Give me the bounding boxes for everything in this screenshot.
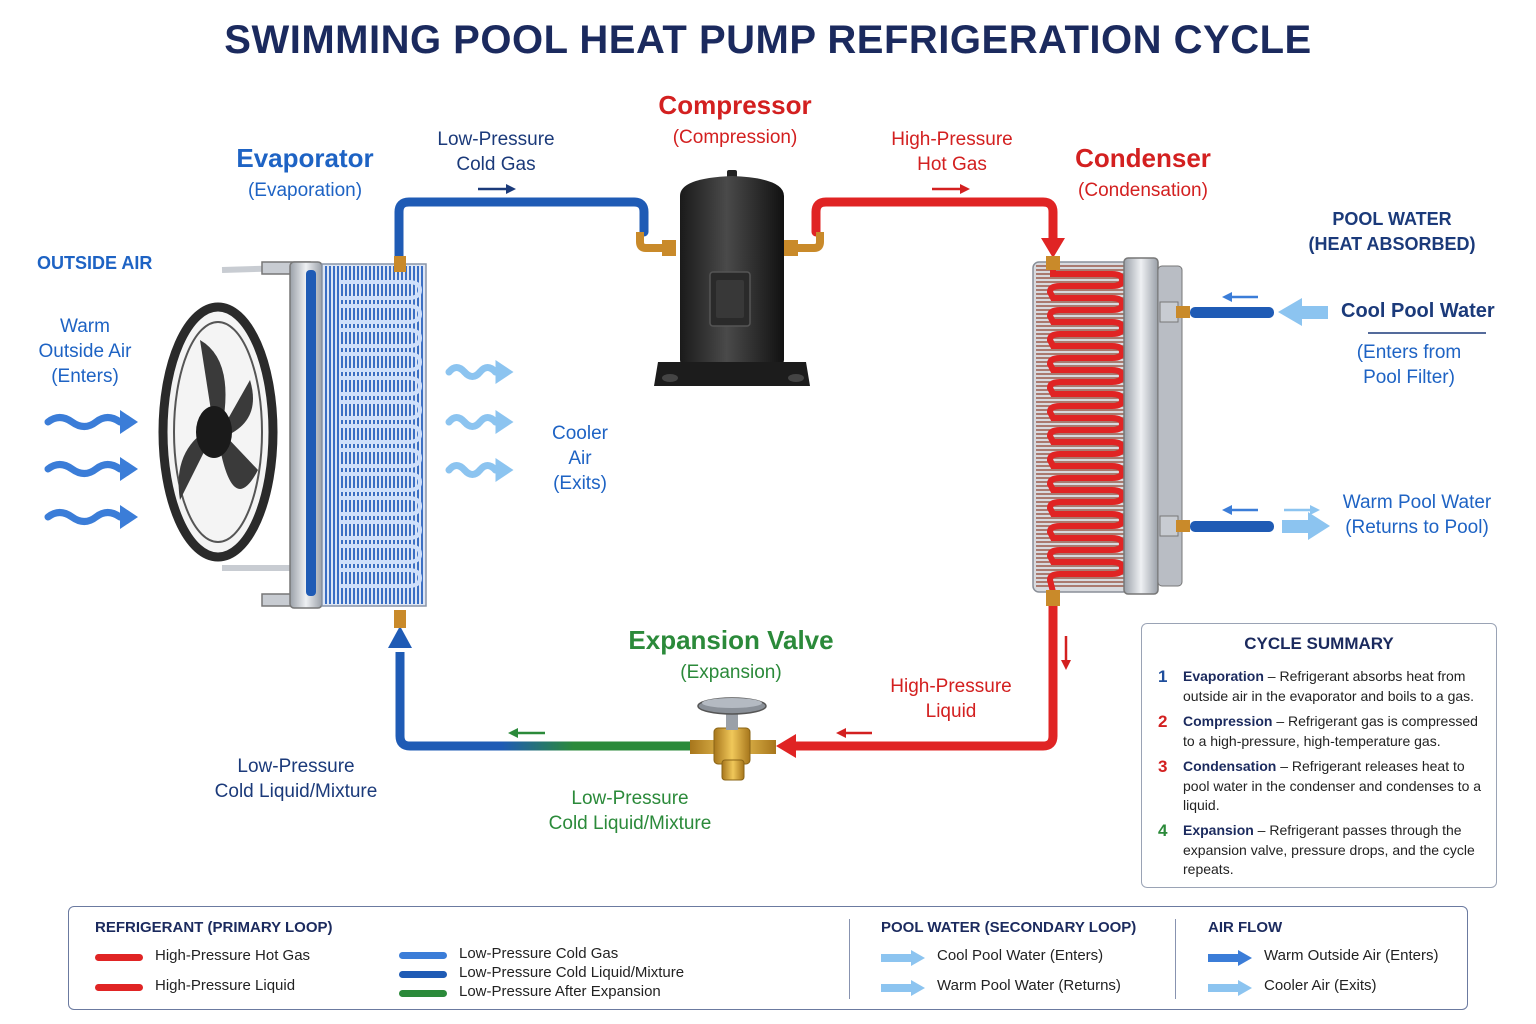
cycle-step-number: 1 [1158,667,1168,686]
pool-small-arrow-in [1222,292,1258,302]
label-low-pressure-mixture-bottom: Low-Pressure Cold Liquid/Mixture [548,788,712,834]
legend-label-warm-air: Warm Outside Air (Enters) [1264,947,1439,964]
legend-swatch-hot-gas [95,954,143,961]
air-flow-arrow [445,462,499,478]
legend-label-warm-pool: Warm Pool Water (Returns) [937,977,1121,994]
label-high-pressure-hot-gas: High-Pressure Hot Gas [891,129,1013,175]
legend-label-cold-gas: Low-Pressure Cold Gas [459,945,619,962]
label-warm-outside-air: Warm Outside Air (Enters) [38,316,132,387]
warm-air-arrows [44,410,138,529]
legend-pool-heading: POOL WATER (SECONDARY LOOP) [881,919,1137,936]
evaporator-tubes [340,280,423,588]
legend-pool-arrows [881,950,925,996]
air-flow-arrow [445,414,499,430]
evaporator-title: Evaporator [236,143,374,173]
legend-divider [849,919,850,999]
legend-label-cool-air: Cooler Air (Exits) [1264,977,1377,994]
evaporator-subtitle: (Evaporation) [247,180,363,201]
direction-arrow-cold-gas [478,184,516,194]
direction-arrow-liquid-left [836,728,872,738]
cool-pool-water-arrow [1278,298,1328,326]
expansion-valve-subtitle: (Expansion) [680,662,782,683]
cool-air-arrows [445,360,514,482]
outside-air-heading: OUTSIDE AIR [37,253,153,273]
air-flow-arrow [44,414,124,430]
evaporator-coil [261,256,427,609]
condenser-subtitle: (Condensation) [1078,180,1208,201]
compressor-title: Compressor [658,90,812,120]
direction-arrow-expansion-left [508,728,545,738]
cycle-summary-item: 2 Compression – Refrigerant gas is compre… [1158,712,1488,751]
legend-arrow-cool-pool [881,954,913,962]
air-flow-arrow [44,509,124,525]
direction-arrow-hot-gas [932,184,970,194]
compressor-icon [636,170,824,386]
legend-arrow-warm-air [1208,954,1240,962]
legend-air-heading: AIR FLOW [1208,919,1283,936]
air-flow-arrow [44,461,124,477]
cycle-step-number: 4 [1158,821,1168,840]
legend-arrow-warm-pool [881,984,913,992]
legend-label-cool-pool: Cool Pool Water (Enters) [937,947,1104,964]
legend-label-after-expansion: Low-Pressure After Expansion [459,983,661,1000]
condenser-title: Condenser [1075,143,1211,173]
label-low-pressure-cold-gas: Low-Pressure Cold Gas [437,129,555,175]
legend-arrow-cool-air [1208,984,1240,992]
pipe-low-pressure-mixture [395,655,695,751]
cycle-summary-title: CYCLE SUMMARY [1244,634,1394,653]
legend-swatch-cold-gas [399,952,447,959]
legend-swatch-after-expansion [399,990,447,997]
cycle-summary-item: 1 Evaporation – Refrigerant absorbs heat … [1158,667,1488,706]
legend-label-cold-mixture: Low-Pressure Cold Liquid/Mixture [459,964,685,981]
cycle-step-text: Evaporation – Refrigerant absorbs heat f… [1183,668,1475,704]
legend-refrigerant-heading: REFRIGERANT (PRIMARY LOOP) [95,919,333,936]
legend-label-hot-gas: High-Pressure Hot Gas [155,947,311,964]
pool-water-outlet-pipe [1159,515,1274,537]
pipe-high-pressure-liquid [785,593,1058,751]
pipe-high-pressure-hot-gas [811,197,1058,249]
flow-arrowhead-valve-in [776,734,796,758]
cycle-step-text: Condensation – Refrigerant releases heat… [1183,758,1482,813]
label-high-pressure-liquid: High-Pressure Liquid [890,676,1012,722]
page-title: SWIMMING POOL HEAT PUMP REFRIGERATION CY… [224,18,1312,62]
legend-panel: REFRIGERANT (PRIMARY LOOP) High-Pressure… [68,906,1468,1010]
label-enters-from-pool-filter: (Enters from Pool Filter) [1356,342,1462,388]
cycle-summary-panel: CYCLE SUMMARY 1 Evaporation – Refrigerant… [1141,623,1497,888]
warm-pool-water-arrow [1282,512,1330,540]
flow-arrowhead-condenser-in [1041,238,1065,258]
compressor-subtitle: (Compression) [672,127,798,148]
label-cool-pool-water: Cool Pool Water [1341,300,1495,322]
pool-small-arrow-out [1222,505,1320,515]
legend-divider [1175,919,1176,999]
air-flow-arrow [445,364,499,380]
label-warm-pool-water: Warm Pool Water (Returns to Pool) [1342,492,1492,538]
label-low-pressure-mixture-left: Low-Pressure Cold Liquid/Mixture [214,756,378,802]
cycle-step-text: Expansion – Refrigerant passes through t… [1183,822,1475,877]
pool-water-heading: POOL WATER (HEAT ABSORBED) [1308,209,1476,254]
expansion-valve-title: Expansion Valve [628,625,834,655]
direction-arrow-liquid-down [1061,636,1071,670]
pool-water-inlet-pipe [1159,301,1274,323]
cycle-summary-item: 3 Condensation – Refrigerant releases hea… [1158,757,1488,816]
legend-swatch-liquid [95,984,143,991]
cycle-step-number: 3 [1158,757,1168,776]
cycle-step-number: 2 [1158,712,1168,731]
flow-arrowhead-evaporator-in [388,626,412,648]
label-cooler-air: Cooler Air (Exits) [552,423,608,494]
expansion-valve-icon [690,697,776,781]
legend-label-liquid: High-Pressure Liquid [155,977,296,994]
legend-swatch-cold-mixture [399,971,447,978]
legend-air-arrows [1208,950,1252,996]
condenser-coil [1032,256,1183,606]
cycle-summary-item: 4 Expansion – Refrigerant passes through … [1158,821,1488,880]
cycle-step-text: Compression – Refrigerant gas is compres… [1183,713,1478,749]
fan-icon [158,265,291,571]
condenser-tubes [1046,266,1126,593]
cycle-diagram [44,170,1486,781]
pipe-low-pressure-cold-gas [394,197,649,267]
